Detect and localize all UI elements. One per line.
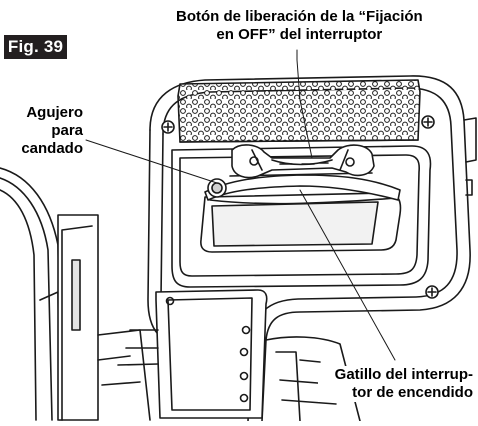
leader-padlock — [85, 139, 221, 185]
callout-padlock-line1: Agujero — [26, 104, 83, 121]
grip-pad — [161, 79, 435, 143]
callout-release-button: Botón de liberación de la “Fijación en O… — [176, 8, 423, 44]
leader-trigger — [299, 189, 396, 361]
mount-plate — [117, 289, 268, 419]
leader-release — [296, 49, 313, 159]
callout-padlock-line2: para — [51, 122, 83, 139]
blade-guard — [0, 167, 151, 421]
callout-padlock-hole: Agujero para candado — [5, 104, 83, 158]
callout-release-line1: Botón de liberación de la “Fijación — [176, 8, 423, 25]
callout-trigger: Gatillo del interrup- tor de encendido — [318, 366, 473, 402]
callout-padlock-line3: candado — [21, 140, 83, 157]
figure-label: Fig. 39 — [4, 35, 67, 59]
callout-release-line2: en OFF” del interruptor — [216, 26, 383, 43]
lock-off-button — [231, 144, 375, 179]
leader-lines — [85, 49, 396, 361]
callout-trigger-line2: tor de encendido — [352, 384, 473, 401]
motor-housing — [265, 285, 439, 422]
padlock-hole-shape — [207, 178, 227, 198]
callout-trigger-line1: Gatillo del interrup- — [334, 366, 473, 383]
